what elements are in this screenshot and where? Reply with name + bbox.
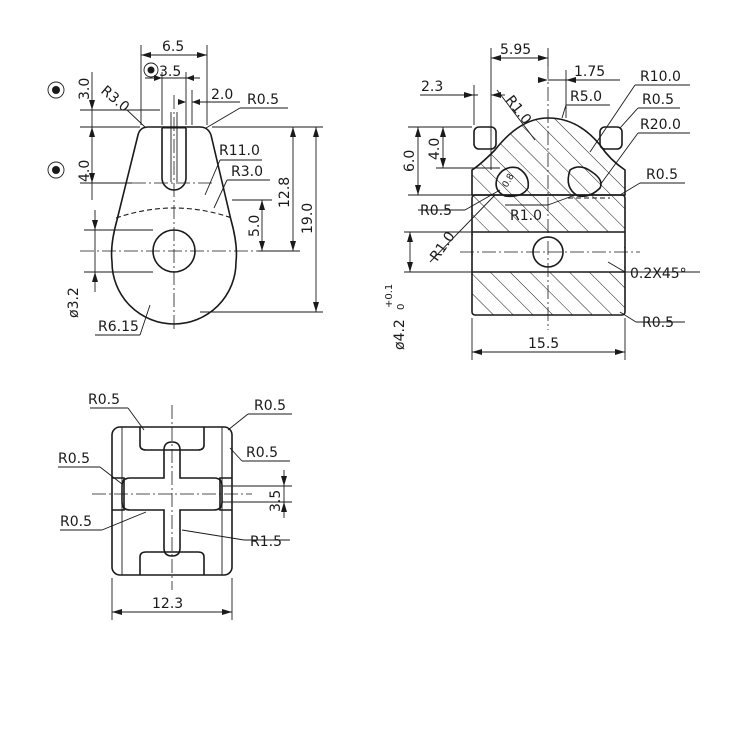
dim-side-r-small-b: R0.5 [420,203,452,219]
dim-front-slot-width: 3.5 [159,64,181,80]
dim-bottom-r-mr: R0.5 [246,445,278,461]
dim-side-r-small-c: R0.5 [646,167,678,183]
dim-front-hole-offset: 5.0 [247,215,263,237]
dim-front-hole-dia: ø3.2 [66,287,82,318]
dim-side-chamfer: 0.2X45° [630,266,687,282]
dim-side-r-mid: R5.0 [570,89,602,105]
dim-side-bore-dia: ø4.2 [392,319,408,350]
dim-bottom-r-tr: R0.5 [254,398,286,414]
dim-side-r-large: R10.0 [640,69,681,85]
dim-front-corner-r: R0.5 [247,92,279,108]
dim-bottom-width: 12.3 [152,596,183,612]
dim-bottom-cross-r: R1.5 [250,534,282,550]
dim-side-width: 15.5 [528,336,559,352]
dim-side-tol-upper: +0.1 [384,284,395,308]
dim-front-arc-large: R11.0 [219,143,260,159]
bottom-cross [121,441,223,557]
dim-front-depth-b: 4.0 [77,160,93,182]
side-slot-right [567,166,602,198]
dim-side-tol-lower: 0 [396,304,407,310]
dim-side-top-width: 5.95 [500,42,531,58]
side-pocket-right [599,126,623,150]
dim-front-slot-r: R3.0 [97,83,132,116]
side-slot-left [495,166,530,198]
dim-side-r-big: R20.0 [640,117,681,133]
side-view: 5.95 2.3 1.75 R1.0 R10.0 R5.0 R0.5 R20.0 [384,42,700,360]
front-view: 6.5 3.5 2.0 R0.5 R3.0 3.0 4.0 [47,39,323,336]
dim-front-arc-mid: R3.0 [231,164,263,180]
front-outline [110,126,238,325]
side-pocket-left [473,126,497,150]
bottom-view: R0.5 R0.5 R0.5 R0.5 R0.5 R1.5 3.5 1 [58,392,292,620]
dim-side-left-off: 2.3 [421,79,443,95]
front-slot [161,128,187,191]
dim-bottom-r-bl: R0.5 [60,514,92,530]
dim-side-height-b: 4.0 [427,138,443,160]
surface-symbol-icon [143,62,159,78]
dim-side-right-off: 1.75 [574,64,605,80]
dim-bottom-r-tl: R0.5 [88,392,120,408]
roughness-symbol-icon [47,81,65,179]
dim-side-r-one-b: R1.0 [510,208,542,224]
dim-side-r-small-a: R0.5 [642,92,674,108]
dim-front-base-r: R6.15 [98,319,139,335]
dim-front-height-upper: 12.8 [277,177,293,208]
dim-front-width-top: 6.5 [162,39,184,55]
dim-bottom-cross-w: 3.5 [268,490,284,512]
dim-side-r-one-c: R1.0 [427,229,458,264]
dim-front-depth-a: 3.0 [77,78,93,100]
dim-front-height-total: 19.0 [300,203,316,234]
dim-bottom-r-ml: R0.5 [58,451,90,467]
dim-side-height-a: 6.0 [402,150,418,172]
dim-side-corner: R0.5 [642,315,674,331]
dim-front-slot-offset: 2.0 [211,87,233,103]
